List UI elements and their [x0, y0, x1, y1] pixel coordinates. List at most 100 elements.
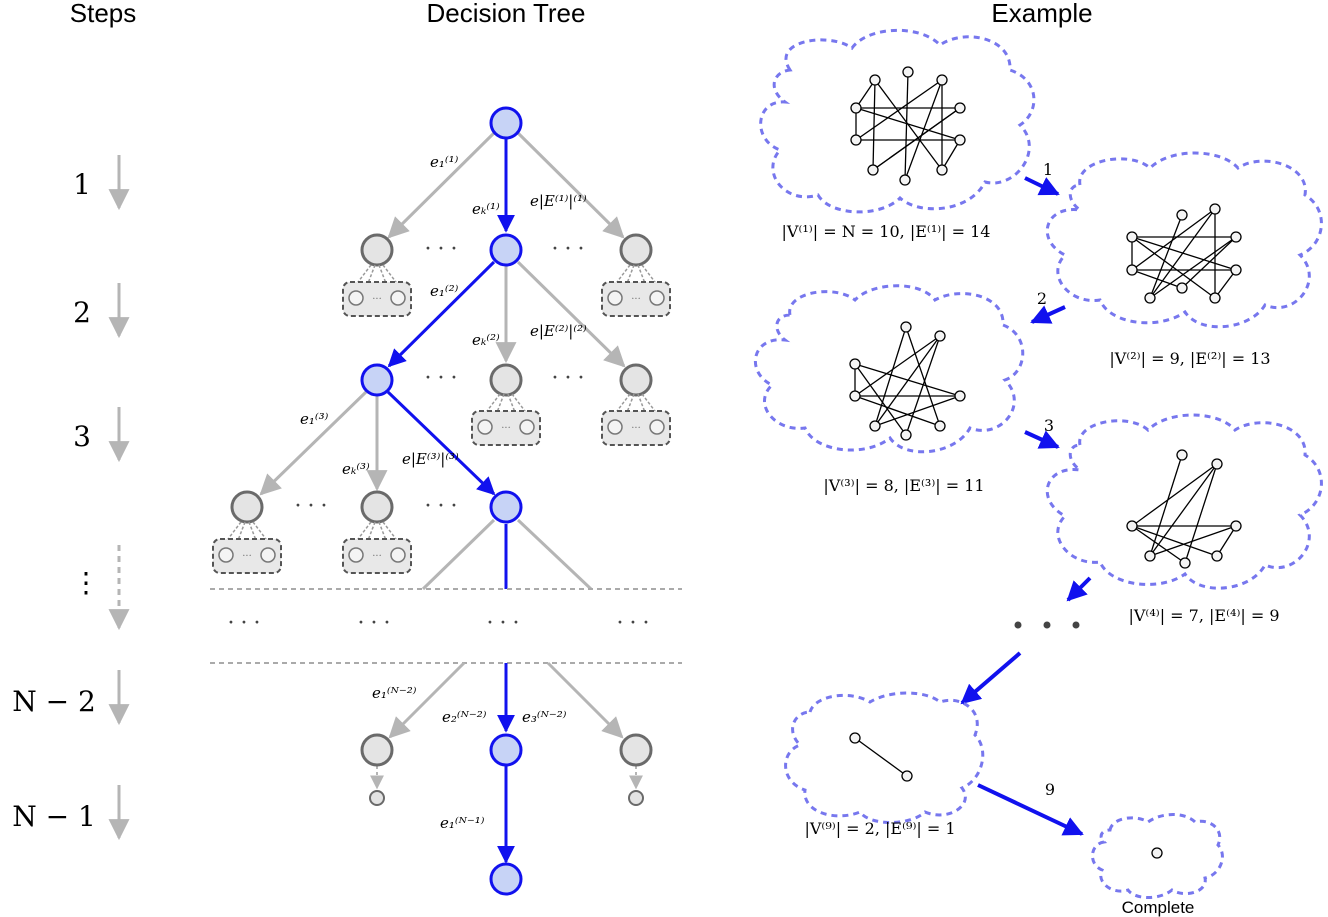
graph-1-nodes [850, 66, 966, 186]
svg-text:···: ··· [242, 551, 252, 562]
tree-edge-l4-right [516, 518, 593, 591]
edge-label: eₖ⁽²⁾ [472, 331, 500, 349]
tree-node-alt [360, 233, 394, 267]
graph-cloud-9 [784, 691, 985, 824]
svg-text:···: ··· [372, 294, 382, 305]
step-label-n-2: N − 2 [12, 685, 96, 718]
graph-3 [854, 326, 961, 436]
complete-label: Complete [1122, 898, 1195, 917]
step-label-2: 2 [73, 296, 91, 329]
graph-9-caption: |V⁽⁹⁾| = 2, |E⁽⁹⁾| = 1 [804, 819, 955, 838]
graph-cloud-complete [1091, 813, 1224, 899]
svg-text:···: ··· [501, 423, 511, 434]
step-label-3: 3 [73, 420, 91, 453]
tree-node-chosen [360, 363, 394, 397]
tree-node-alt [489, 363, 523, 397]
transition-arrow-4 [1066, 576, 1092, 602]
graph-2 [1131, 208, 1237, 299]
tree-edge-l4-left [421, 518, 496, 591]
tree-ellipsis: ··· [228, 611, 267, 636]
tree-node-alt [230, 490, 264, 524]
tree-ellipsis: ··· [617, 611, 656, 636]
graph-9-edge [854, 737, 908, 777]
tree-ellipsis: ··· [487, 611, 526, 636]
tree-edge-l1-right [516, 131, 625, 239]
step-label-1: 1 [73, 168, 91, 201]
tree-ellipsis: ··· [425, 237, 464, 262]
tree-edge-n2-left [388, 661, 466, 739]
tree-edge-l3-left [259, 390, 368, 496]
edge-label: eₖ⁽³⁾ [342, 460, 370, 478]
graph-cloud-2 [1045, 151, 1323, 329]
tree-node-alt [360, 490, 394, 524]
graph-cloud-4 [1045, 413, 1323, 590]
transition-arrow-5 [960, 651, 1022, 705]
edge-label: e₁⁽¹⁾ [430, 153, 459, 171]
tree-ellipsis: ··· [552, 237, 591, 262]
step-label-n-1: N − 1 [12, 800, 96, 833]
tree-ellipsis: ··· [425, 366, 464, 391]
transition-label-3: 3 [1044, 416, 1054, 435]
edge-label: e₁⁽ᴺ⁻²⁾ [372, 684, 417, 702]
tree-edge-l1-left [387, 131, 496, 239]
graph-2-nodes [1126, 203, 1242, 304]
graph-cloud-3 [753, 284, 1025, 454]
edge-label: e|E⁽¹⁾|⁽¹⁾ [530, 192, 587, 210]
ellipsis-dot [1072, 621, 1080, 629]
edge-label: e₁⁽³⁾ [300, 410, 329, 428]
transition-arrow-9 [977, 783, 1084, 836]
example-column: |V⁽¹⁾| = N = 10, |E⁽¹⁾| = 14 1 |V⁽²⁾| = … [753, 28, 1323, 917]
ellipsis-dot [1043, 621, 1051, 629]
header-example: Example [991, 0, 1092, 28]
edge-label: eₖ⁽¹⁾ [472, 200, 500, 218]
graph-3-nodes [849, 321, 966, 441]
tree-ellipsis: ··· [552, 366, 591, 391]
collapsed-subtree-box: ··· [342, 521, 412, 574]
edge-label: e₁⁽²⁾ [430, 282, 459, 300]
graph-4 [1131, 454, 1237, 564]
tree-node-small [628, 790, 644, 806]
tree-node-alt [619, 363, 653, 397]
tree-edge-n2-right [546, 661, 624, 739]
edge-label: e₂⁽ᴺ⁻²⁾ [442, 708, 487, 726]
graph-4-caption: |V⁽⁴⁾| = 7, |E⁽⁴⁾| = 9 [1128, 606, 1279, 625]
tree-ellipsis: ··· [358, 611, 397, 636]
tree-edge-l3-chosen [386, 390, 496, 496]
graph-4-nodes [1126, 449, 1242, 569]
tree-ellipsis: ··· [425, 494, 464, 519]
tree-node-chosen [489, 490, 523, 524]
collapsed-subtree-box: ··· [212, 521, 282, 574]
svg-text:···: ··· [631, 423, 641, 434]
ellipsis-dot [1014, 621, 1022, 629]
tree-node-alt [619, 233, 653, 267]
collapsed-subtree-box: ··· [342, 264, 412, 317]
step-label-ellipsis: ⋮ [72, 566, 100, 599]
collapsed-subtree-box: ··· [471, 393, 541, 446]
tree-node-alt [619, 733, 653, 767]
graph-3-caption: |V⁽³⁾| = 8, |E⁽³⁾| = 11 [823, 476, 984, 495]
edge-label: e₃⁽ᴺ⁻²⁾ [522, 708, 567, 726]
decision-tree: ··· ··· ··· ··· ··· ··· ··· ··· ··· ··· [210, 106, 682, 896]
graph-9-node [849, 732, 861, 744]
transition-arrow-3 [1024, 430, 1060, 449]
tree-node-chosen [489, 733, 523, 767]
tree-node-leaf [489, 862, 523, 896]
collapsed-subtree-box: ··· [601, 393, 671, 446]
header-decision-tree: Decision Tree [427, 0, 586, 28]
tree-node-root [489, 106, 523, 140]
transition-label-1: 1 [1043, 160, 1053, 179]
tree-node-chosen [489, 233, 523, 267]
svg-text:···: ··· [372, 551, 382, 562]
tree-edge-l2-right [516, 260, 626, 368]
graph-2-caption: |V⁽²⁾| = 9, |E⁽²⁾| = 13 [1109, 349, 1270, 368]
edge-label: e₁⁽ᴺ⁻¹⁾ [440, 814, 485, 832]
transition-label-2: 2 [1037, 289, 1047, 308]
transition-arrow-2 [1030, 305, 1066, 324]
graph-9-node [901, 770, 913, 782]
edge-label: e|E⁽³⁾|⁽³⁾ [402, 450, 459, 468]
graph-1 [855, 71, 961, 181]
tree-node-small [369, 790, 385, 806]
header-steps: Steps [70, 0, 137, 28]
collapsed-subtree-box: ··· [601, 264, 671, 317]
transition-arrow-1 [1024, 176, 1060, 196]
